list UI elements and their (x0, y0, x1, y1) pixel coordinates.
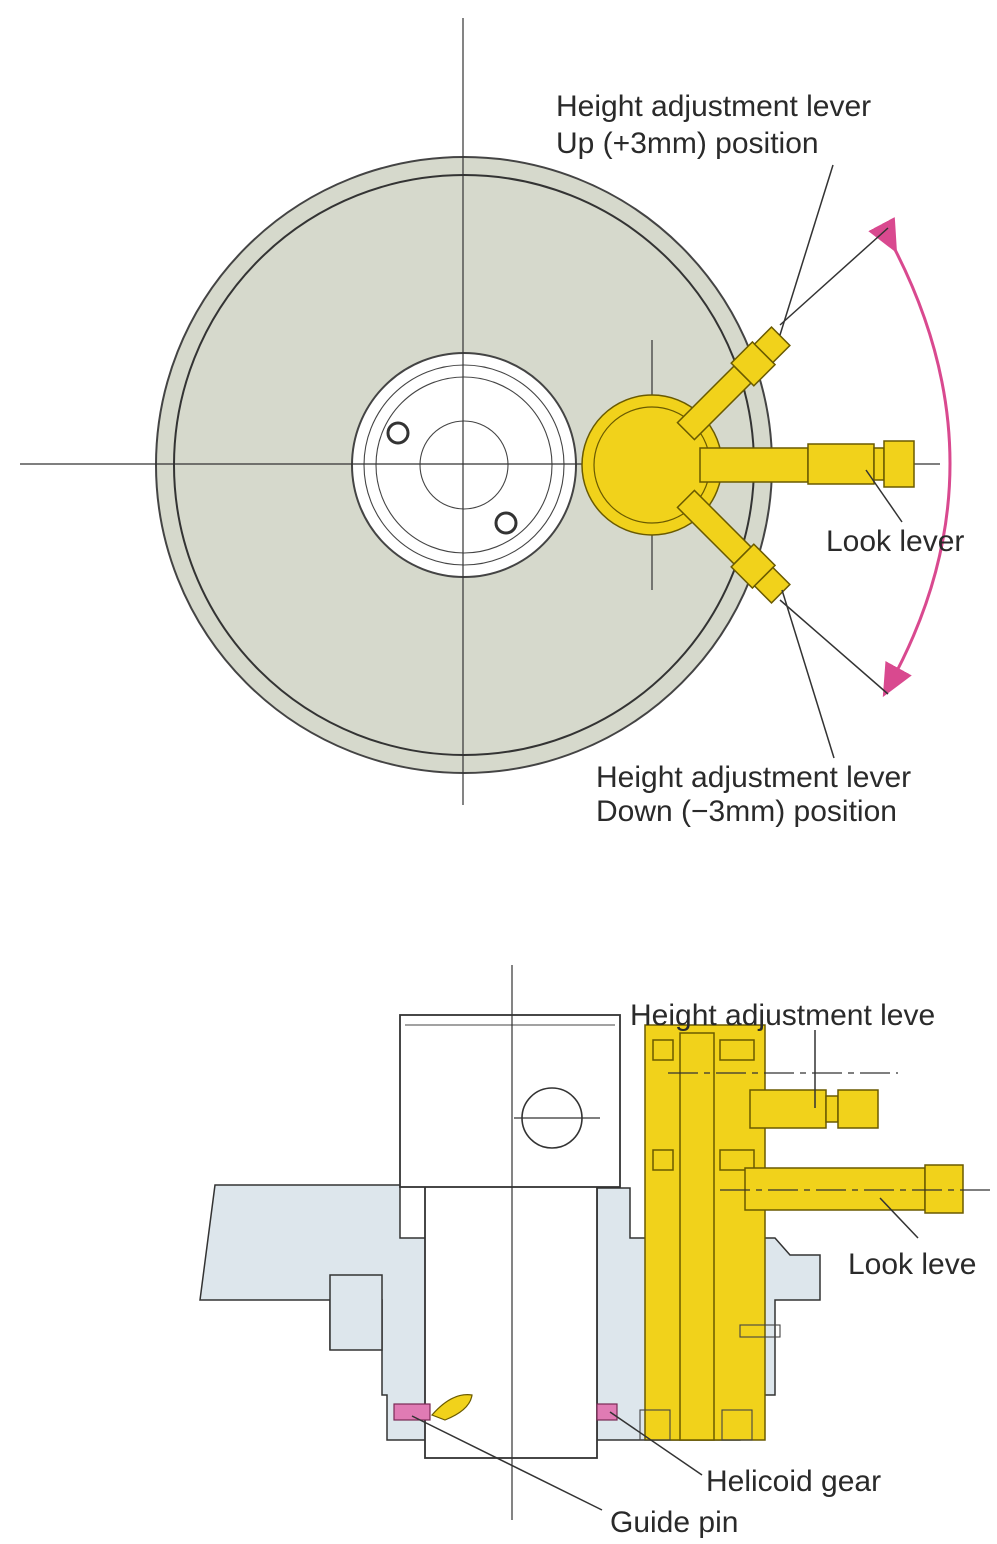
label-lock-lever-side: Look leve (848, 1248, 976, 1281)
guide-pin (393, 1403, 431, 1421)
lock-lever-side (744, 1164, 964, 1214)
height-lever-down (676, 489, 791, 604)
mount-cylinder (424, 1184, 598, 1459)
guide-pin-tip (430, 1394, 473, 1421)
side-view: Height adjustment leve Look leve Helicoi… (199, 965, 990, 1539)
label-up-line2: Up (+3mm) position (556, 127, 819, 160)
hub-screw-hole (386, 421, 410, 445)
center-hub (351, 352, 577, 578)
mount-top-block (399, 1014, 621, 1188)
height-lever-up (676, 326, 791, 441)
label-up-line1: Height adjustment lever (556, 90, 871, 123)
label-helicoid-gear: Helicoid gear (706, 1465, 881, 1498)
label-lock-lever-top: Look lever (826, 525, 964, 558)
label-height-lever-side: Height adjustment leve (630, 999, 935, 1032)
body-left (199, 1184, 431, 1441)
hub-screw-hole (494, 511, 518, 535)
label-down-line1: Height adjustment lever (596, 761, 911, 794)
lock-lever (699, 440, 915, 488)
top-view: Height adjustment lever Up (+3mm) positi… (20, 18, 964, 828)
height-lever-side (749, 1089, 879, 1129)
helicoid-gear (596, 1403, 618, 1421)
label-guide-pin: Guide pin (610, 1506, 738, 1539)
rotation-arrow (868, 217, 952, 698)
label-down-line2: Down (−3mm) position (596, 795, 897, 828)
